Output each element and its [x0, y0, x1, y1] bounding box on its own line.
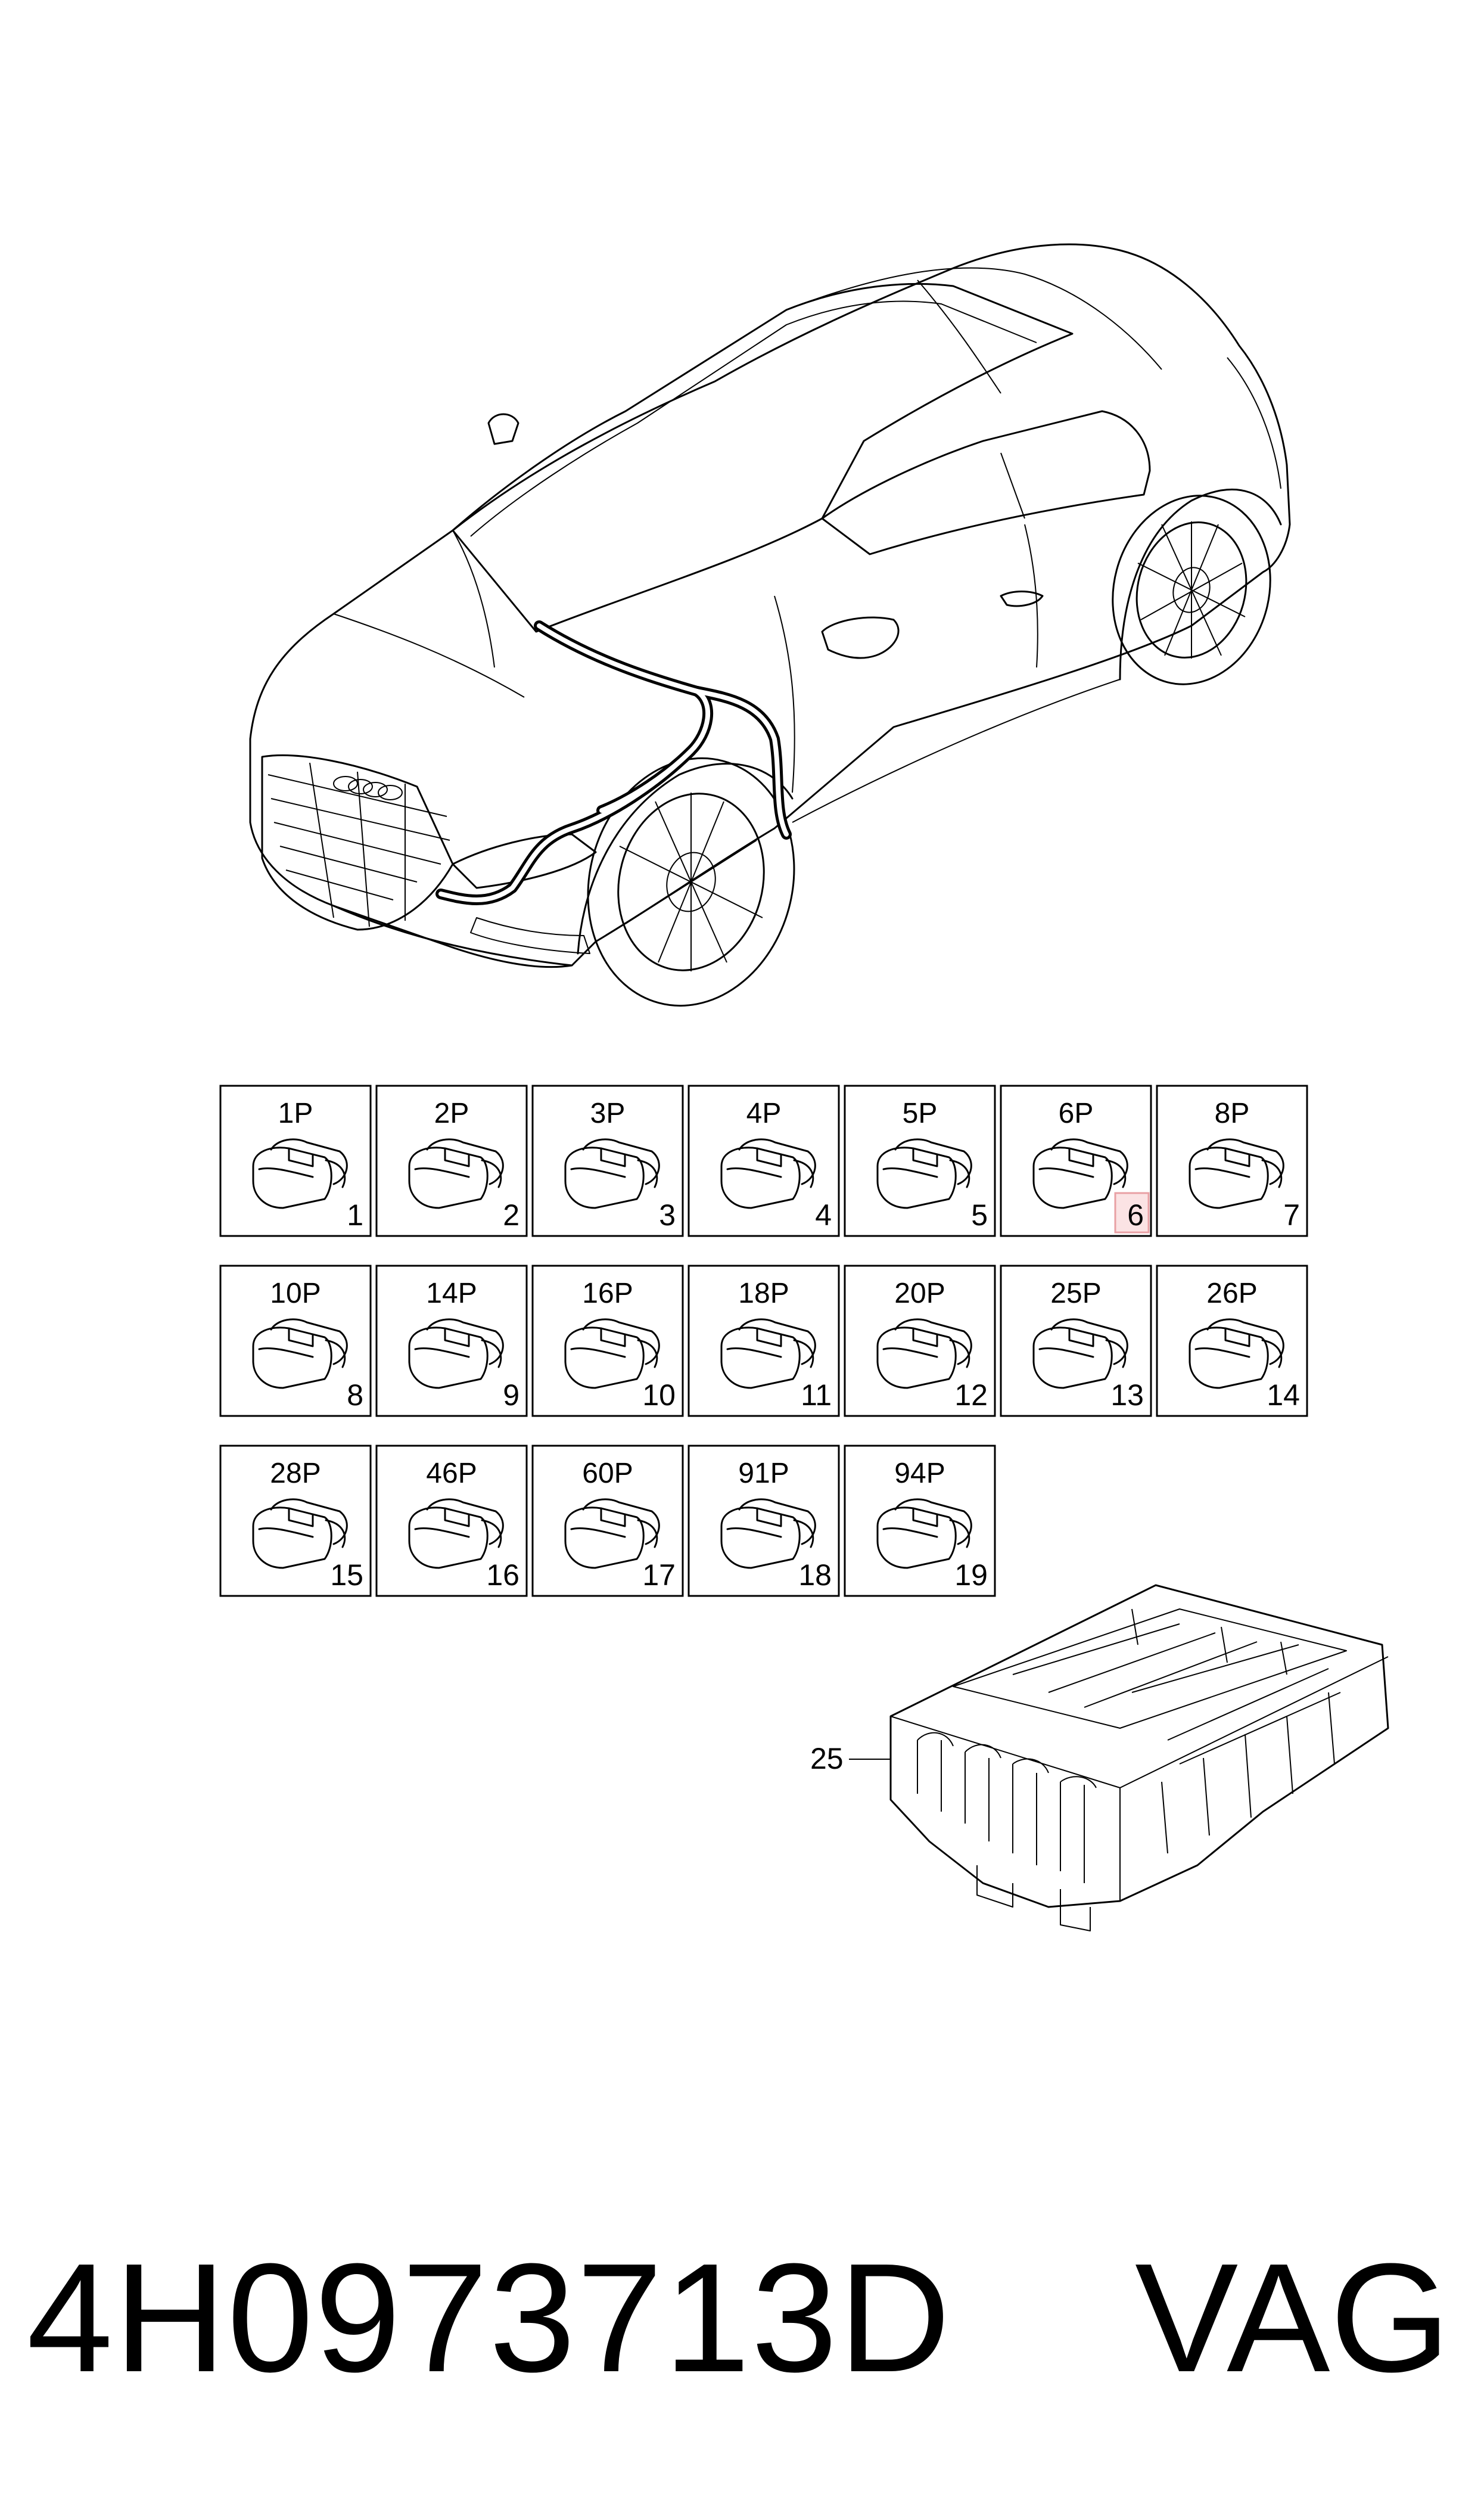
- connector-cell: 6P 6: [1000, 1085, 1152, 1237]
- connector-highlight: [1114, 1192, 1150, 1234]
- connector-cell: 26P 14: [1156, 1265, 1308, 1417]
- connector-pin-count: 16P: [582, 1278, 633, 1309]
- connector-plug-icon: [1189, 1138, 1284, 1209]
- connector-plug-icon: [1189, 1318, 1284, 1389]
- connector-index: 9: [503, 1378, 519, 1412]
- connector-pin-count: 5P: [903, 1098, 938, 1129]
- connector-pin-count: 6P: [1059, 1098, 1094, 1129]
- connector-plug-icon: [876, 1318, 972, 1389]
- wiring-harness: [435, 620, 792, 905]
- connector-index: 2: [503, 1198, 519, 1232]
- connector-plug-icon: [408, 1318, 504, 1389]
- connector-pin-count: 10P: [270, 1278, 321, 1309]
- connector-pin-count: 8P: [1215, 1098, 1250, 1129]
- connector-pin-count: 28P: [270, 1458, 321, 1489]
- connector-plug-icon: [1032, 1138, 1128, 1209]
- fuse-box-callout: 25: [810, 1742, 844, 1775]
- fuse-box-illustration: 25: [810, 1584, 1389, 1931]
- connector-cell: 1P 1: [219, 1085, 372, 1237]
- car-illustration: [249, 243, 1291, 1007]
- connector-pin-count: 14P: [426, 1278, 477, 1309]
- connector-index: 13: [1110, 1378, 1144, 1412]
- connector-cell: 16P 10: [531, 1265, 684, 1417]
- connector-plug-icon: [876, 1138, 972, 1209]
- connector-pin-count: 18P: [738, 1278, 789, 1309]
- connector-pin-count: 4P: [746, 1098, 782, 1129]
- connector-cell: 18P 11: [687, 1265, 840, 1417]
- connector-index: 7: [1283, 1198, 1300, 1232]
- connector-index: 6: [1127, 1198, 1144, 1232]
- connector-cell: 5P 5: [844, 1085, 996, 1237]
- connector-grid: 1P 1 2P 2 3P 3 4P 4 5P 5 6P 6 8P 7 10P 8 14P 9 16P 10 18P 11 2…: [219, 1085, 1308, 1597]
- connector-index: 12: [954, 1378, 988, 1412]
- connector-index: 17: [642, 1558, 676, 1592]
- connector-index: 11: [801, 1378, 832, 1412]
- connector-cell: 60P 17: [531, 1445, 684, 1597]
- connector-plug-icon: [720, 1318, 816, 1389]
- connector-index: 4: [815, 1198, 832, 1232]
- connector-pin-count: 2P: [434, 1098, 469, 1129]
- connector-plug-icon: [1032, 1318, 1128, 1389]
- connector-cell: 28P 15: [219, 1445, 372, 1597]
- connector-pin-count: 60P: [582, 1458, 633, 1489]
- connector-pin-count: 1P: [278, 1098, 313, 1129]
- connector-cell: 4P 4: [687, 1085, 840, 1237]
- connector-plug-icon: [252, 1138, 348, 1209]
- connector-cell: 2P 2: [375, 1085, 528, 1237]
- connector-pin-count: 94P: [894, 1458, 945, 1489]
- rear-wheel: [1112, 495, 1271, 685]
- connector-pin-count: 20P: [894, 1278, 945, 1309]
- connector-index: 18: [798, 1558, 832, 1592]
- connector-plug-icon: [720, 1498, 816, 1569]
- connector-index: 10: [642, 1378, 676, 1412]
- connector-index: 5: [971, 1198, 988, 1232]
- connector-plug-icon: [564, 1498, 660, 1569]
- connector-plug-icon: [720, 1138, 816, 1209]
- connector-cell: 25P 13: [1000, 1265, 1152, 1417]
- connector-pin-count: 46P: [426, 1458, 477, 1489]
- connector-index: 14: [1267, 1378, 1300, 1412]
- brand-name: VAG: [1135, 2232, 1451, 2405]
- part-number: 4H0973713D: [27, 2232, 952, 2405]
- connector-plug-icon: [408, 1138, 504, 1209]
- connector-index: 15: [330, 1558, 363, 1592]
- connector-cell: 91P 18: [687, 1445, 840, 1597]
- connector-index: 16: [486, 1558, 519, 1592]
- connector-cell: 94P 19: [844, 1445, 996, 1597]
- brand-rings-icon: [333, 776, 403, 800]
- connector-pin-count: 91P: [738, 1458, 789, 1489]
- front-wheel: [587, 757, 795, 1007]
- connector-pin-count: 26P: [1206, 1278, 1257, 1309]
- connector-pin-count: 25P: [1050, 1278, 1101, 1309]
- connector-cell: 8P 7: [1156, 1085, 1308, 1237]
- connector-plug-icon: [252, 1498, 348, 1569]
- connector-plug-icon: [876, 1498, 972, 1569]
- connector-cell: 10P 8: [219, 1265, 372, 1417]
- connector-index: 3: [659, 1198, 676, 1232]
- connector-cell: 20P 12: [844, 1265, 996, 1417]
- connector-plug-icon: [408, 1498, 504, 1569]
- connector-plug-icon: [564, 1318, 660, 1389]
- connector-cell: 3P 3: [531, 1085, 684, 1237]
- connector-cell: 46P 16: [375, 1445, 528, 1597]
- connector-index: 19: [954, 1558, 988, 1592]
- connector-pin-count: 3P: [590, 1098, 626, 1129]
- connector-plug-icon: [564, 1138, 660, 1209]
- connector-index: 1: [347, 1198, 363, 1232]
- connector-index: 8: [347, 1378, 363, 1412]
- connector-cell: 14P 9: [375, 1265, 528, 1417]
- connector-plug-icon: [252, 1318, 348, 1389]
